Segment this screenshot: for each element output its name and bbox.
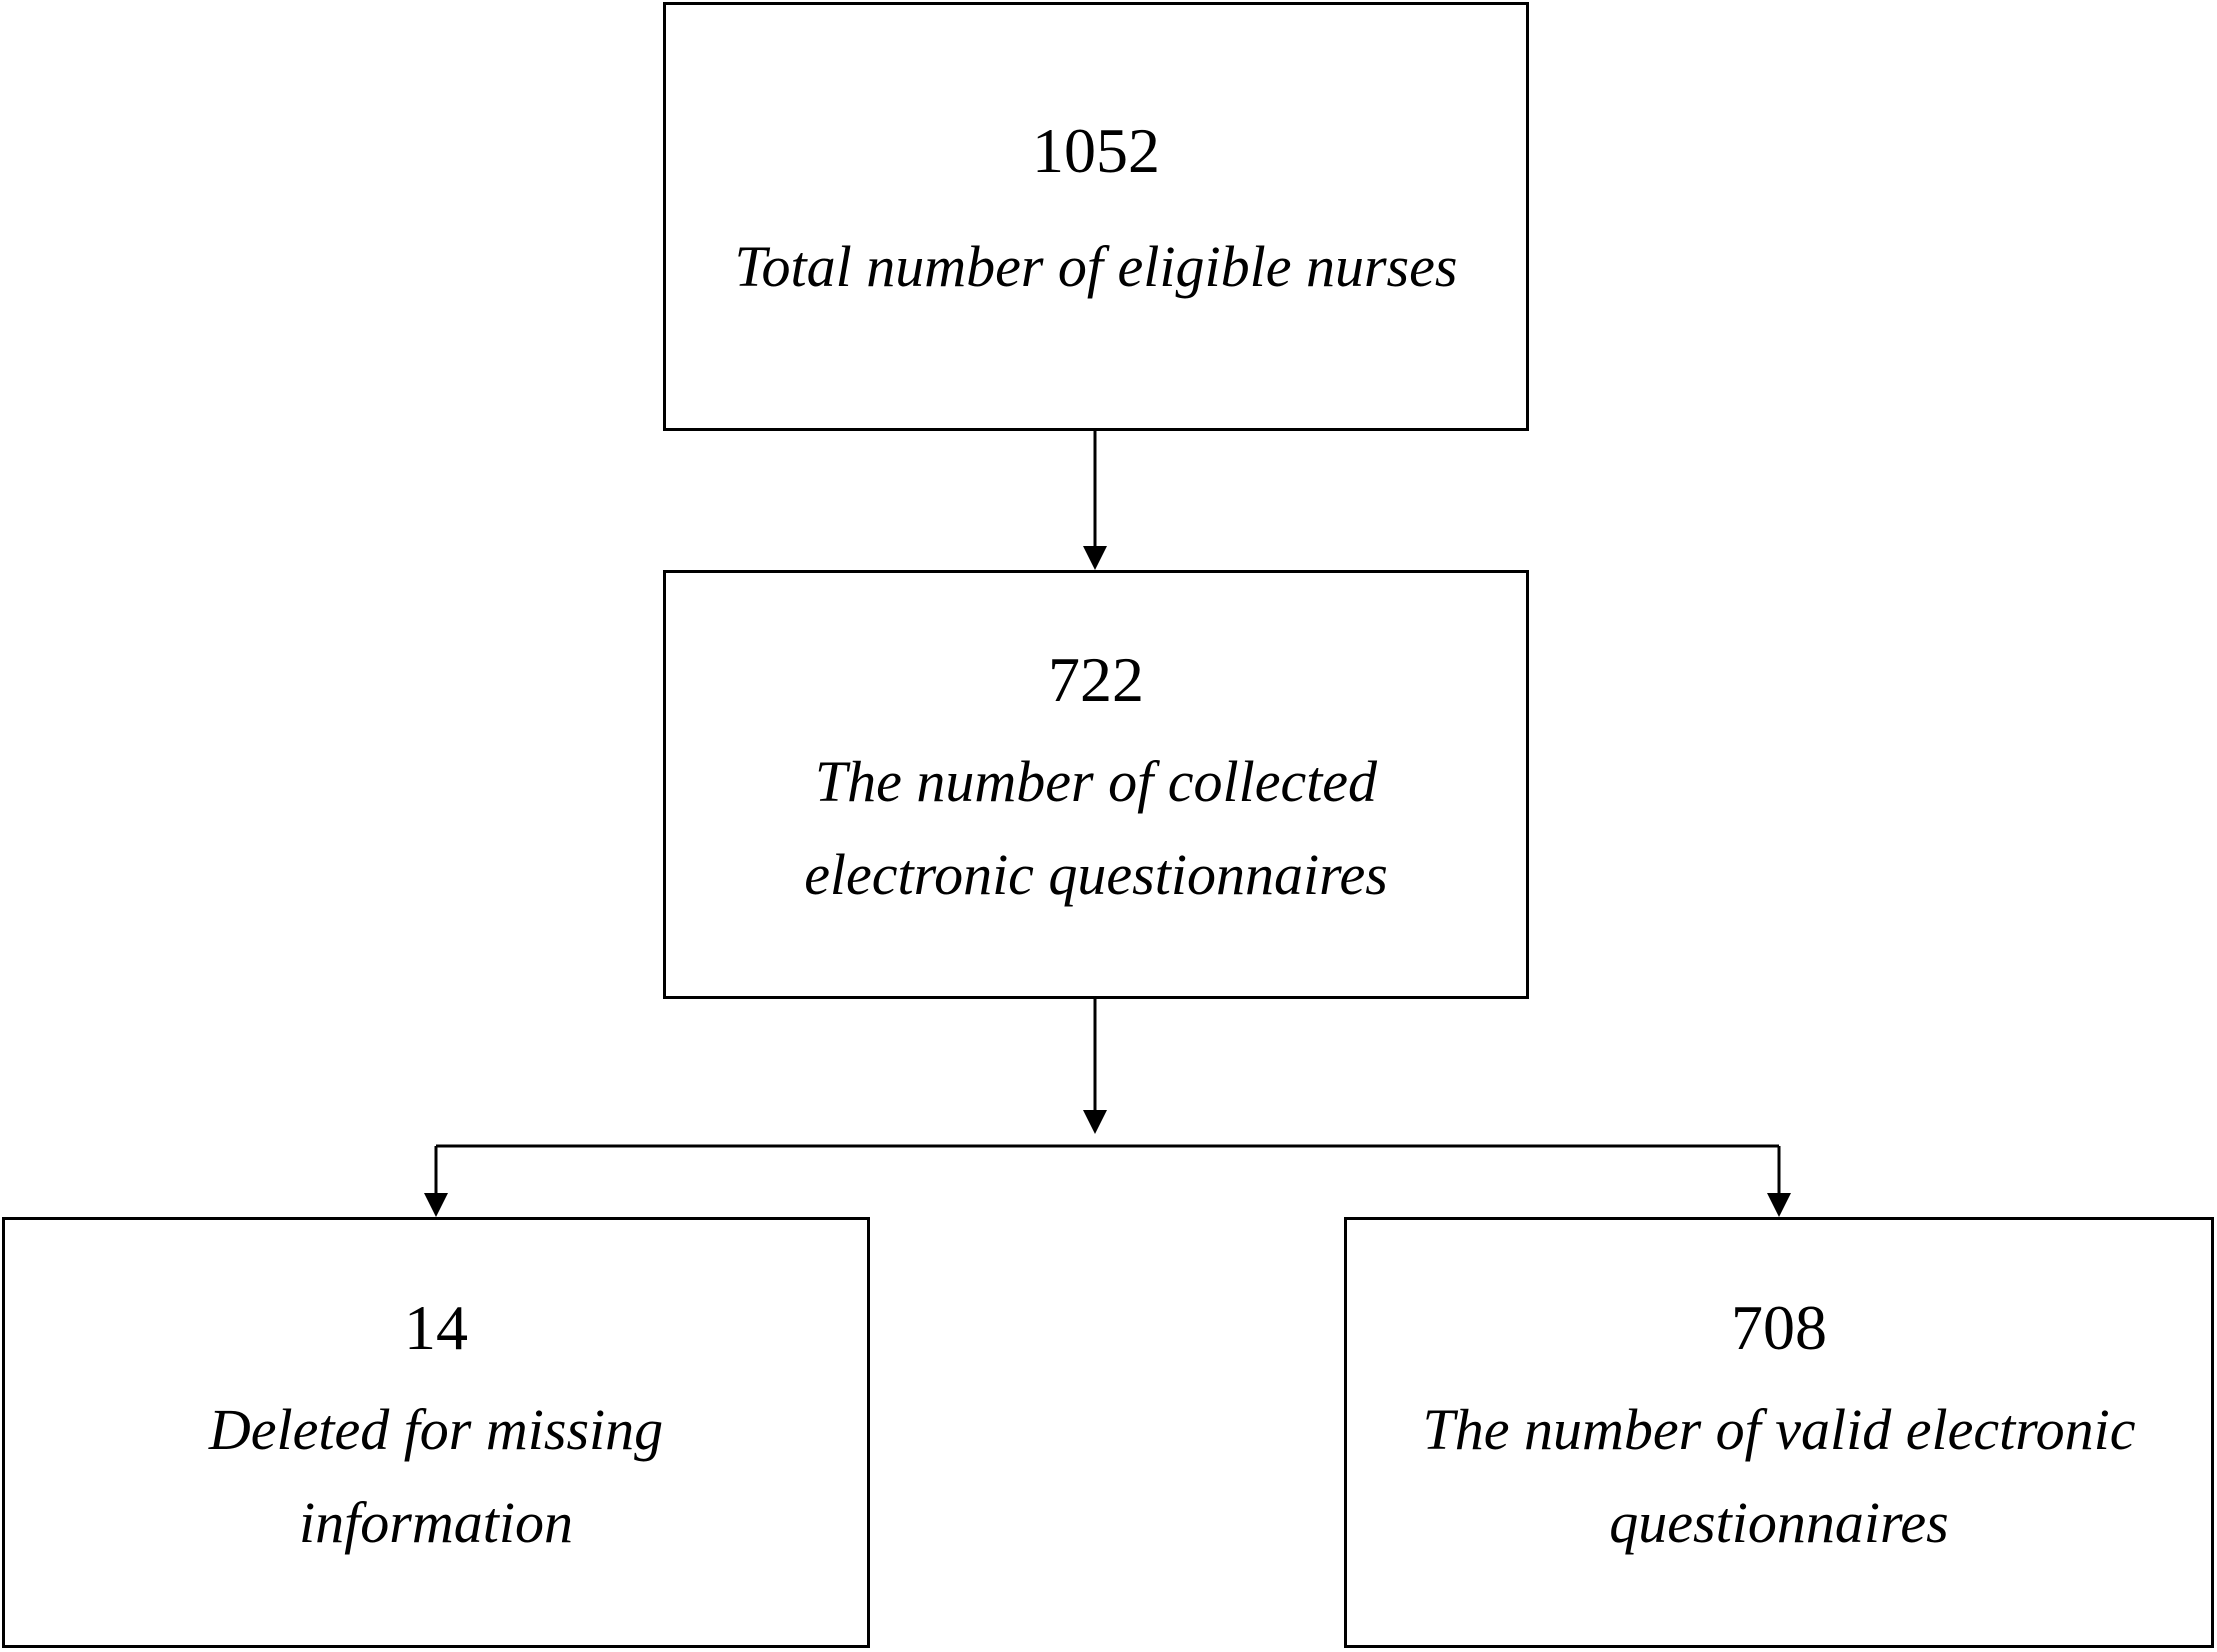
valid-questionnaires-box: 708 The number of valid electronic quest… <box>1344 1217 2214 1648</box>
collected-questionnaires-box: 722 The number of collected electronic q… <box>663 570 1529 999</box>
deleted-missing-info-label-line2: information <box>299 1489 573 1555</box>
collected-questionnaires-label-line2: electronic questionnaires <box>804 841 1388 907</box>
arrowhead-total-to-collected <box>1083 546 1107 570</box>
eligible-nurses-count: 1052 <box>1032 115 1160 187</box>
valid-questionnaires-label-line1: The number of valid electronic <box>1422 1396 2136 1462</box>
eligible-nurses-label: Total number of eligible nurses <box>734 234 1458 300</box>
eligible-nurses-box: 1052 Total number of eligible nurses <box>663 2 1529 431</box>
valid-questionnaires-label: The number of valid electronic questionn… <box>1422 1384 2135 1570</box>
collected-questionnaires-count: 722 <box>1048 643 1144 715</box>
deleted-missing-info-count: 14 <box>404 1291 468 1363</box>
arrowhead-to-valid <box>1767 1193 1791 1217</box>
collected-questionnaires-label: The number of collected electronic quest… <box>804 736 1388 922</box>
deleted-missing-info-label-line1: Deleted for missing <box>208 1396 664 1462</box>
valid-questionnaires-label-line2: questionnaires <box>1609 1489 1949 1555</box>
valid-questionnaires-count: 708 <box>1731 1291 1827 1363</box>
arrowhead-collected-down <box>1083 1110 1107 1134</box>
collected-questionnaires-label-line1: The number of collected <box>814 748 1378 814</box>
arrowhead-to-deleted <box>424 1193 448 1217</box>
deleted-missing-info-box: 14 Deleted for missing information <box>2 1217 870 1648</box>
deleted-missing-info-label: Deleted for missing information <box>209 1384 663 1570</box>
